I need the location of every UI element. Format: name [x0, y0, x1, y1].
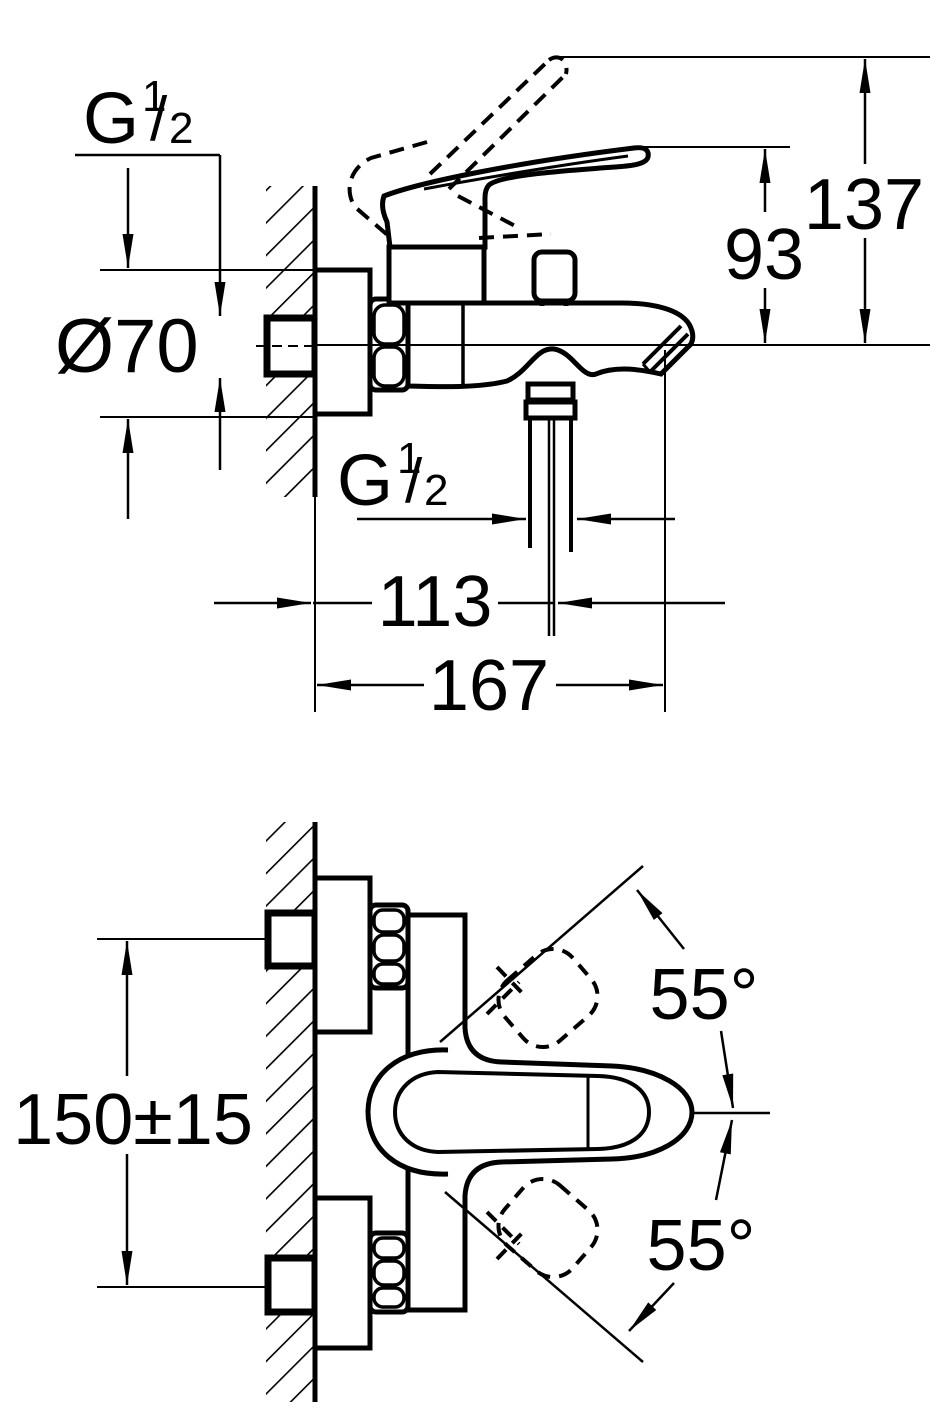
lever-handle-edge-line	[423, 154, 629, 191]
thread-size-label-top: G 1 / 2	[83, 72, 193, 159]
hose-connector	[525, 381, 576, 403]
mounting-flange	[312, 875, 373, 1035]
cartridge-cap	[386, 244, 487, 306]
dim-text-bg	[800, 164, 930, 238]
dim-label-total-height: 137	[804, 165, 924, 245]
thread-label-g: G	[337, 441, 393, 521]
mounting-flange	[312, 1195, 373, 1351]
angle-arrow	[719, 1030, 735, 1109]
dim-label-spout-height: 93	[724, 215, 804, 295]
diverter-knob	[531, 249, 578, 304]
angle-label-upper: 55°	[650, 955, 759, 1035]
thread-label-denominator: 2	[169, 104, 193, 153]
angle-reference-line-upper	[439, 865, 644, 1043]
hex-nut-facet	[372, 303, 406, 346]
angle-arrow	[714, 1119, 734, 1201]
thread-label-numerator: 1	[142, 72, 166, 121]
side-view: 93 137 113 167 G 1 / 2 G 1 / 2	[55, 55, 930, 726]
dim-text-bg	[722, 212, 808, 288]
dim-label-hose-offset: 113	[378, 562, 493, 642]
thread-label-slash: /	[405, 447, 423, 516]
dim-label-connection-spacing: 150±15	[13, 1080, 253, 1160]
hose-nut	[523, 399, 578, 421]
dim-label-projection: 167	[429, 646, 549, 726]
angle-arrow	[636, 889, 685, 950]
thread-label-denominator: 2	[424, 466, 448, 515]
mounting-flange	[312, 267, 373, 417]
hex-nut-facet	[372, 345, 406, 388]
thread-label-slash: /	[150, 85, 168, 154]
aerator-outlet	[648, 332, 690, 374]
thread-label-g: G	[83, 79, 139, 159]
dim-text-bg	[20, 1076, 248, 1154]
supply-fitting	[264, 1254, 319, 1316]
faucet-body-plan	[405, 912, 695, 1313]
hex-nut	[367, 1230, 411, 1315]
dim-text-bg	[372, 572, 498, 634]
angle-arrow	[628, 1282, 675, 1332]
aerator-outlet-cap	[641, 363, 652, 373]
supply-fitting	[264, 909, 319, 970]
handle-lobe	[365, 1047, 449, 1177]
thread-label-numerator: 1	[397, 434, 421, 483]
handle-rotated-down-dashed	[485, 1176, 600, 1280]
dim-text-bg	[424, 650, 556, 716]
top-view: 55° 55° 150±15	[13, 822, 770, 1402]
thread-size-label-hose: G 1 / 2	[337, 434, 448, 521]
angle-label-lower: 55°	[647, 1206, 756, 1286]
dim-label-flange-diameter: Ø70	[55, 304, 199, 389]
handle-rotated-up-dashed	[485, 946, 600, 1050]
angle-reference-line-lower	[444, 1191, 644, 1363]
lever-handle-raised-dashed	[347, 55, 569, 240]
handle-grip-inner-outline	[392, 1069, 652, 1155]
lever-handle	[380, 145, 651, 250]
hex-nut	[367, 902, 411, 991]
handle-lobe-fill	[368, 1049, 448, 1175]
